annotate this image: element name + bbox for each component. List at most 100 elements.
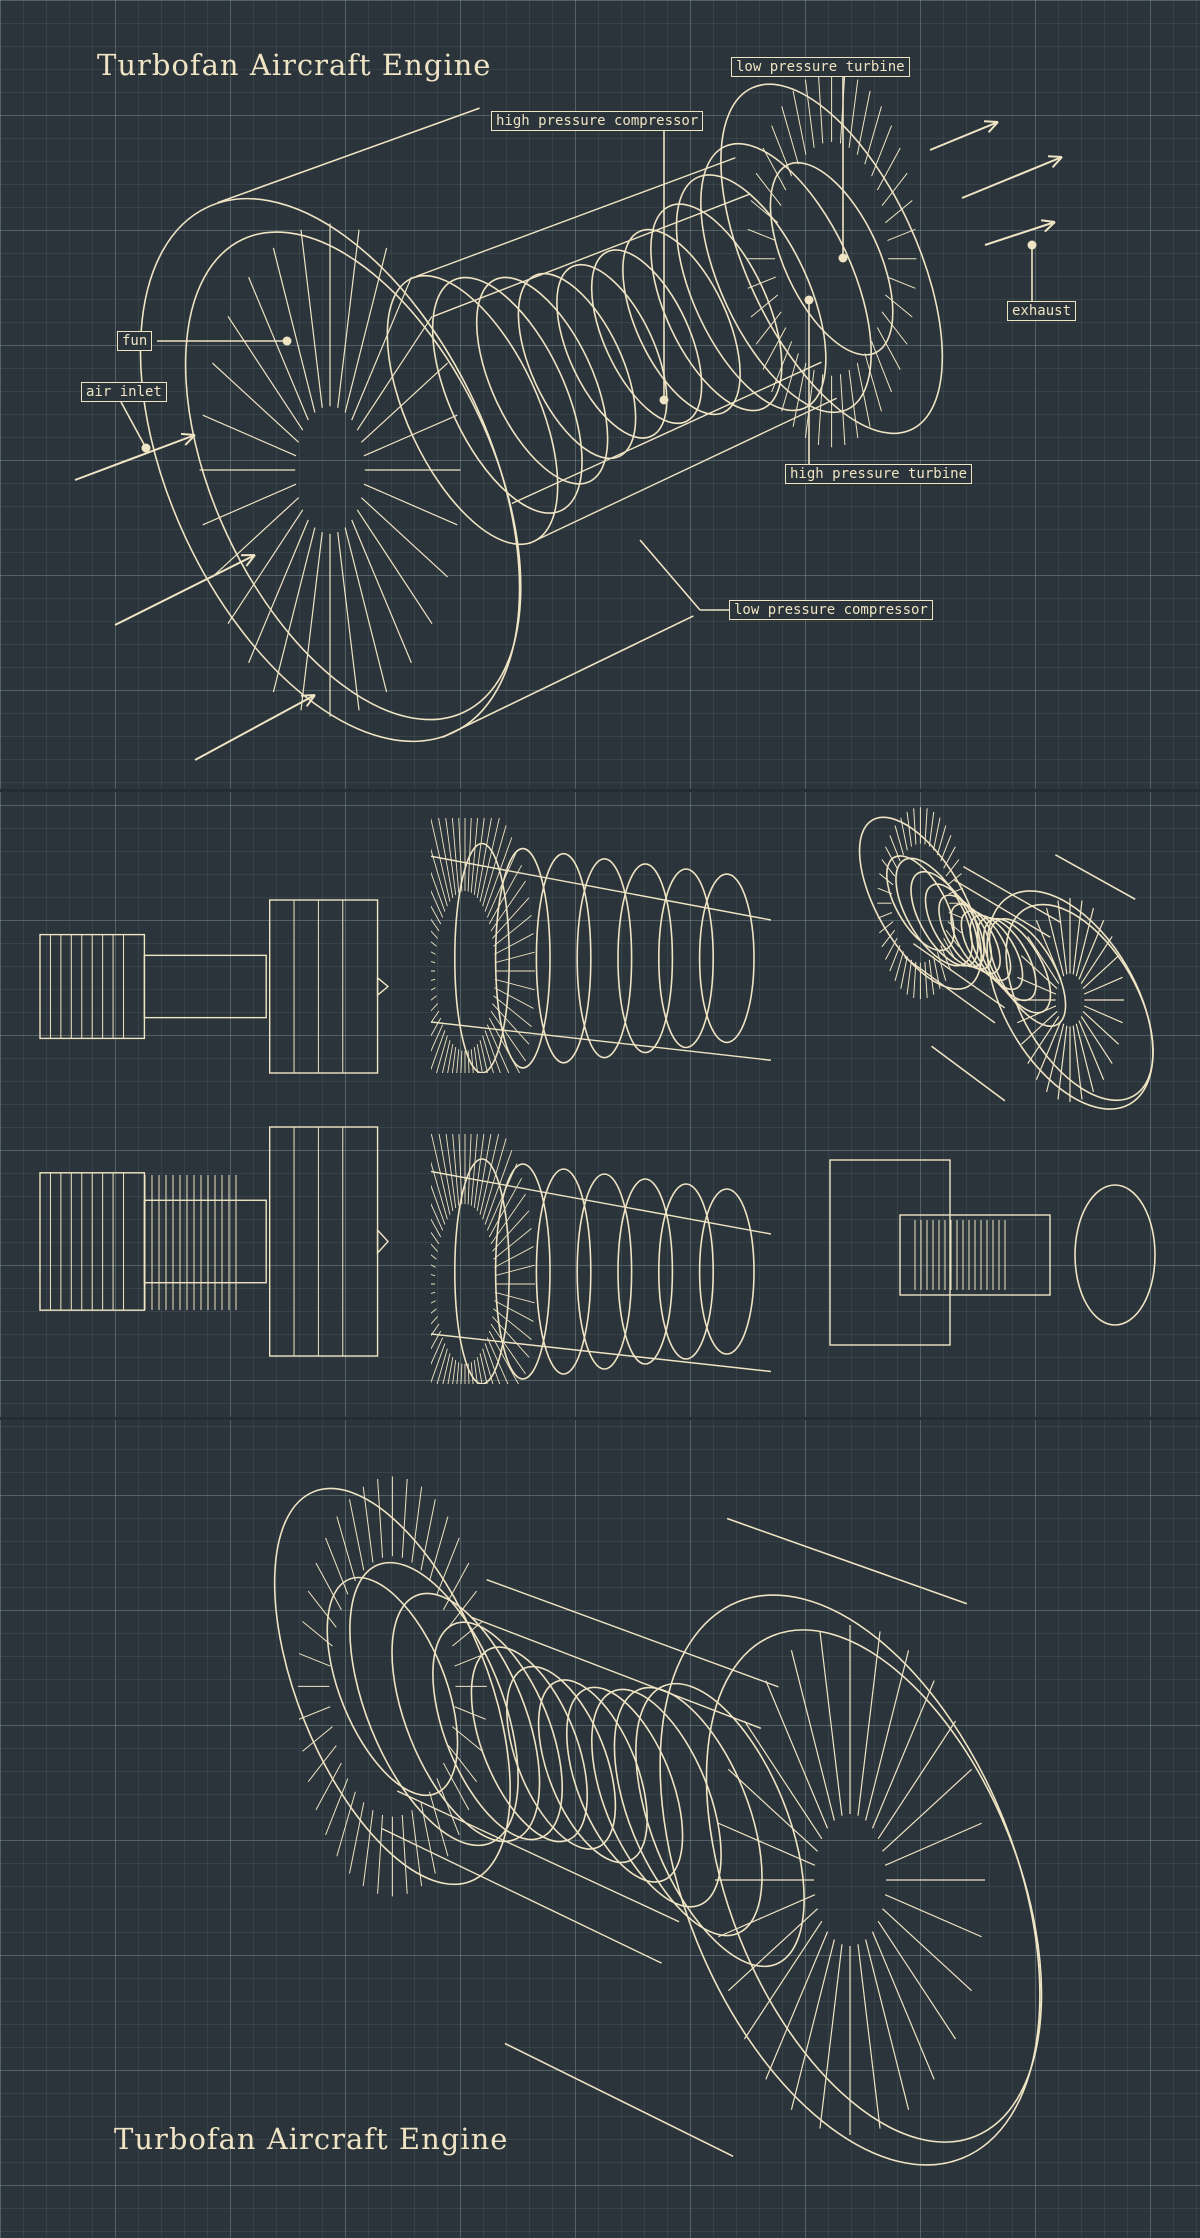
closeup-blade bbox=[431, 1337, 444, 1365]
closeup-blade bbox=[451, 818, 460, 893]
fan-blade bbox=[344, 247, 388, 413]
compressor-stage bbox=[537, 1679, 648, 1864]
nacelle-shell bbox=[217, 107, 480, 204]
closeup-blade bbox=[467, 1050, 470, 1073]
closeup-blade bbox=[431, 951, 436, 955]
compressor-stage bbox=[391, 1592, 541, 1843]
fan-blade bbox=[857, 1944, 881, 2129]
closeup-blade bbox=[431, 1274, 436, 1277]
arrow-shaft bbox=[929, 121, 999, 151]
label-air-inlet: air inlet bbox=[81, 382, 167, 402]
closeup-blade bbox=[470, 1362, 474, 1384]
turbine-blade bbox=[750, 200, 779, 224]
closeup-stage bbox=[454, 1158, 510, 1384]
closeup-blade bbox=[494, 933, 534, 955]
fan-blade bbox=[272, 247, 316, 413]
turbine-blade bbox=[411, 1810, 423, 1887]
closeup-blade bbox=[431, 995, 437, 1001]
flow-arrow bbox=[961, 155, 1063, 199]
turbine-blade bbox=[428, 1516, 449, 1582]
compressor-stage bbox=[635, 1682, 805, 1968]
fan-blade bbox=[363, 483, 458, 526]
closeup-blade bbox=[445, 1134, 457, 1208]
turbine-blade bbox=[451, 1621, 483, 1647]
fan-blade bbox=[857, 1631, 881, 1816]
closeup-blade bbox=[494, 978, 535, 991]
fan-blade bbox=[337, 229, 360, 408]
closeup-blade bbox=[488, 1017, 521, 1073]
closeup-blade bbox=[494, 987, 534, 1009]
closeup-blade bbox=[431, 1316, 438, 1325]
closeup-blade bbox=[431, 918, 440, 932]
closeup-blade bbox=[431, 1254, 437, 1260]
fan-blade bbox=[337, 532, 360, 711]
turbine-blade bbox=[871, 125, 893, 177]
closeup-blade bbox=[431, 1243, 438, 1252]
closeup-blade bbox=[493, 1308, 532, 1340]
fan-blade bbox=[1035, 1020, 1062, 1080]
fan-blade bbox=[819, 1631, 843, 1816]
closeup-blade bbox=[492, 1210, 530, 1252]
side-exhaust-case bbox=[268, 1126, 379, 1357]
fan-blade bbox=[865, 1939, 910, 2110]
closeup-blade bbox=[479, 818, 500, 902]
turbine-blade bbox=[885, 200, 913, 224]
arrow-head bbox=[983, 120, 999, 123]
compressor-stage bbox=[700, 142, 872, 414]
turbine-blade bbox=[877, 887, 893, 895]
fan-blade bbox=[1045, 907, 1065, 977]
closeup-blade bbox=[484, 1150, 513, 1225]
fan-blade bbox=[1082, 1011, 1120, 1045]
nacelle-inlet bbox=[659, 1594, 1041, 2166]
closeup-blade bbox=[431, 1030, 446, 1071]
closeup-blade bbox=[431, 930, 438, 939]
fan-blade bbox=[877, 1720, 957, 1840]
closeup-casing bbox=[431, 1170, 771, 1235]
fan-blade bbox=[765, 1931, 829, 2080]
closeup-blade bbox=[447, 1044, 454, 1073]
leader-low-pressure-compressor bbox=[639, 539, 701, 611]
fan-blade bbox=[300, 532, 323, 711]
turbine-blade bbox=[401, 1478, 408, 1558]
top-view-core bbox=[899, 1214, 1051, 1296]
turbine-blade bbox=[349, 1499, 365, 1571]
turbine-blade bbox=[885, 294, 913, 318]
turbine-blade bbox=[900, 956, 908, 989]
leader-dot bbox=[838, 253, 848, 263]
turbine-hub bbox=[326, 1576, 459, 1797]
nacelle-inner bbox=[1005, 903, 1154, 1102]
closeup-blade bbox=[431, 1161, 448, 1220]
turbine-blade bbox=[936, 951, 947, 982]
turbine-blade bbox=[913, 808, 917, 845]
turbine-blade bbox=[885, 937, 898, 960]
turbine-blade bbox=[856, 90, 871, 155]
closeup-blade bbox=[492, 1316, 530, 1358]
turbine-blade bbox=[817, 374, 824, 446]
thumbnail-closeup-compressor bbox=[431, 818, 771, 1073]
turbine-blade bbox=[428, 1791, 449, 1857]
closeup-stage bbox=[698, 1188, 755, 1355]
turbine-blade bbox=[894, 825, 904, 856]
fan-blade bbox=[1080, 936, 1113, 984]
closeup-blade bbox=[460, 1050, 463, 1073]
closeup-blade bbox=[431, 1343, 446, 1384]
side-exhaust-cone bbox=[376, 1228, 389, 1255]
fan-blade bbox=[882, 1768, 973, 1852]
closeup-blade bbox=[451, 1047, 457, 1073]
turbine-blade bbox=[817, 72, 824, 144]
turbine-blade bbox=[945, 929, 960, 948]
closeup-blade bbox=[473, 818, 485, 895]
turbine-wheel bbox=[858, 816, 983, 990]
top-view-fan-case bbox=[829, 1159, 951, 1346]
turbine-blade bbox=[451, 1726, 483, 1752]
closeup-blade bbox=[473, 1047, 479, 1073]
turbine-blade bbox=[881, 311, 908, 345]
fan-blade bbox=[360, 497, 448, 578]
closeup-blade bbox=[492, 1003, 530, 1045]
turbine-blade bbox=[349, 1802, 365, 1874]
core-casing bbox=[511, 361, 822, 505]
fan-blade bbox=[727, 1908, 818, 1992]
core-casing bbox=[954, 879, 1051, 938]
